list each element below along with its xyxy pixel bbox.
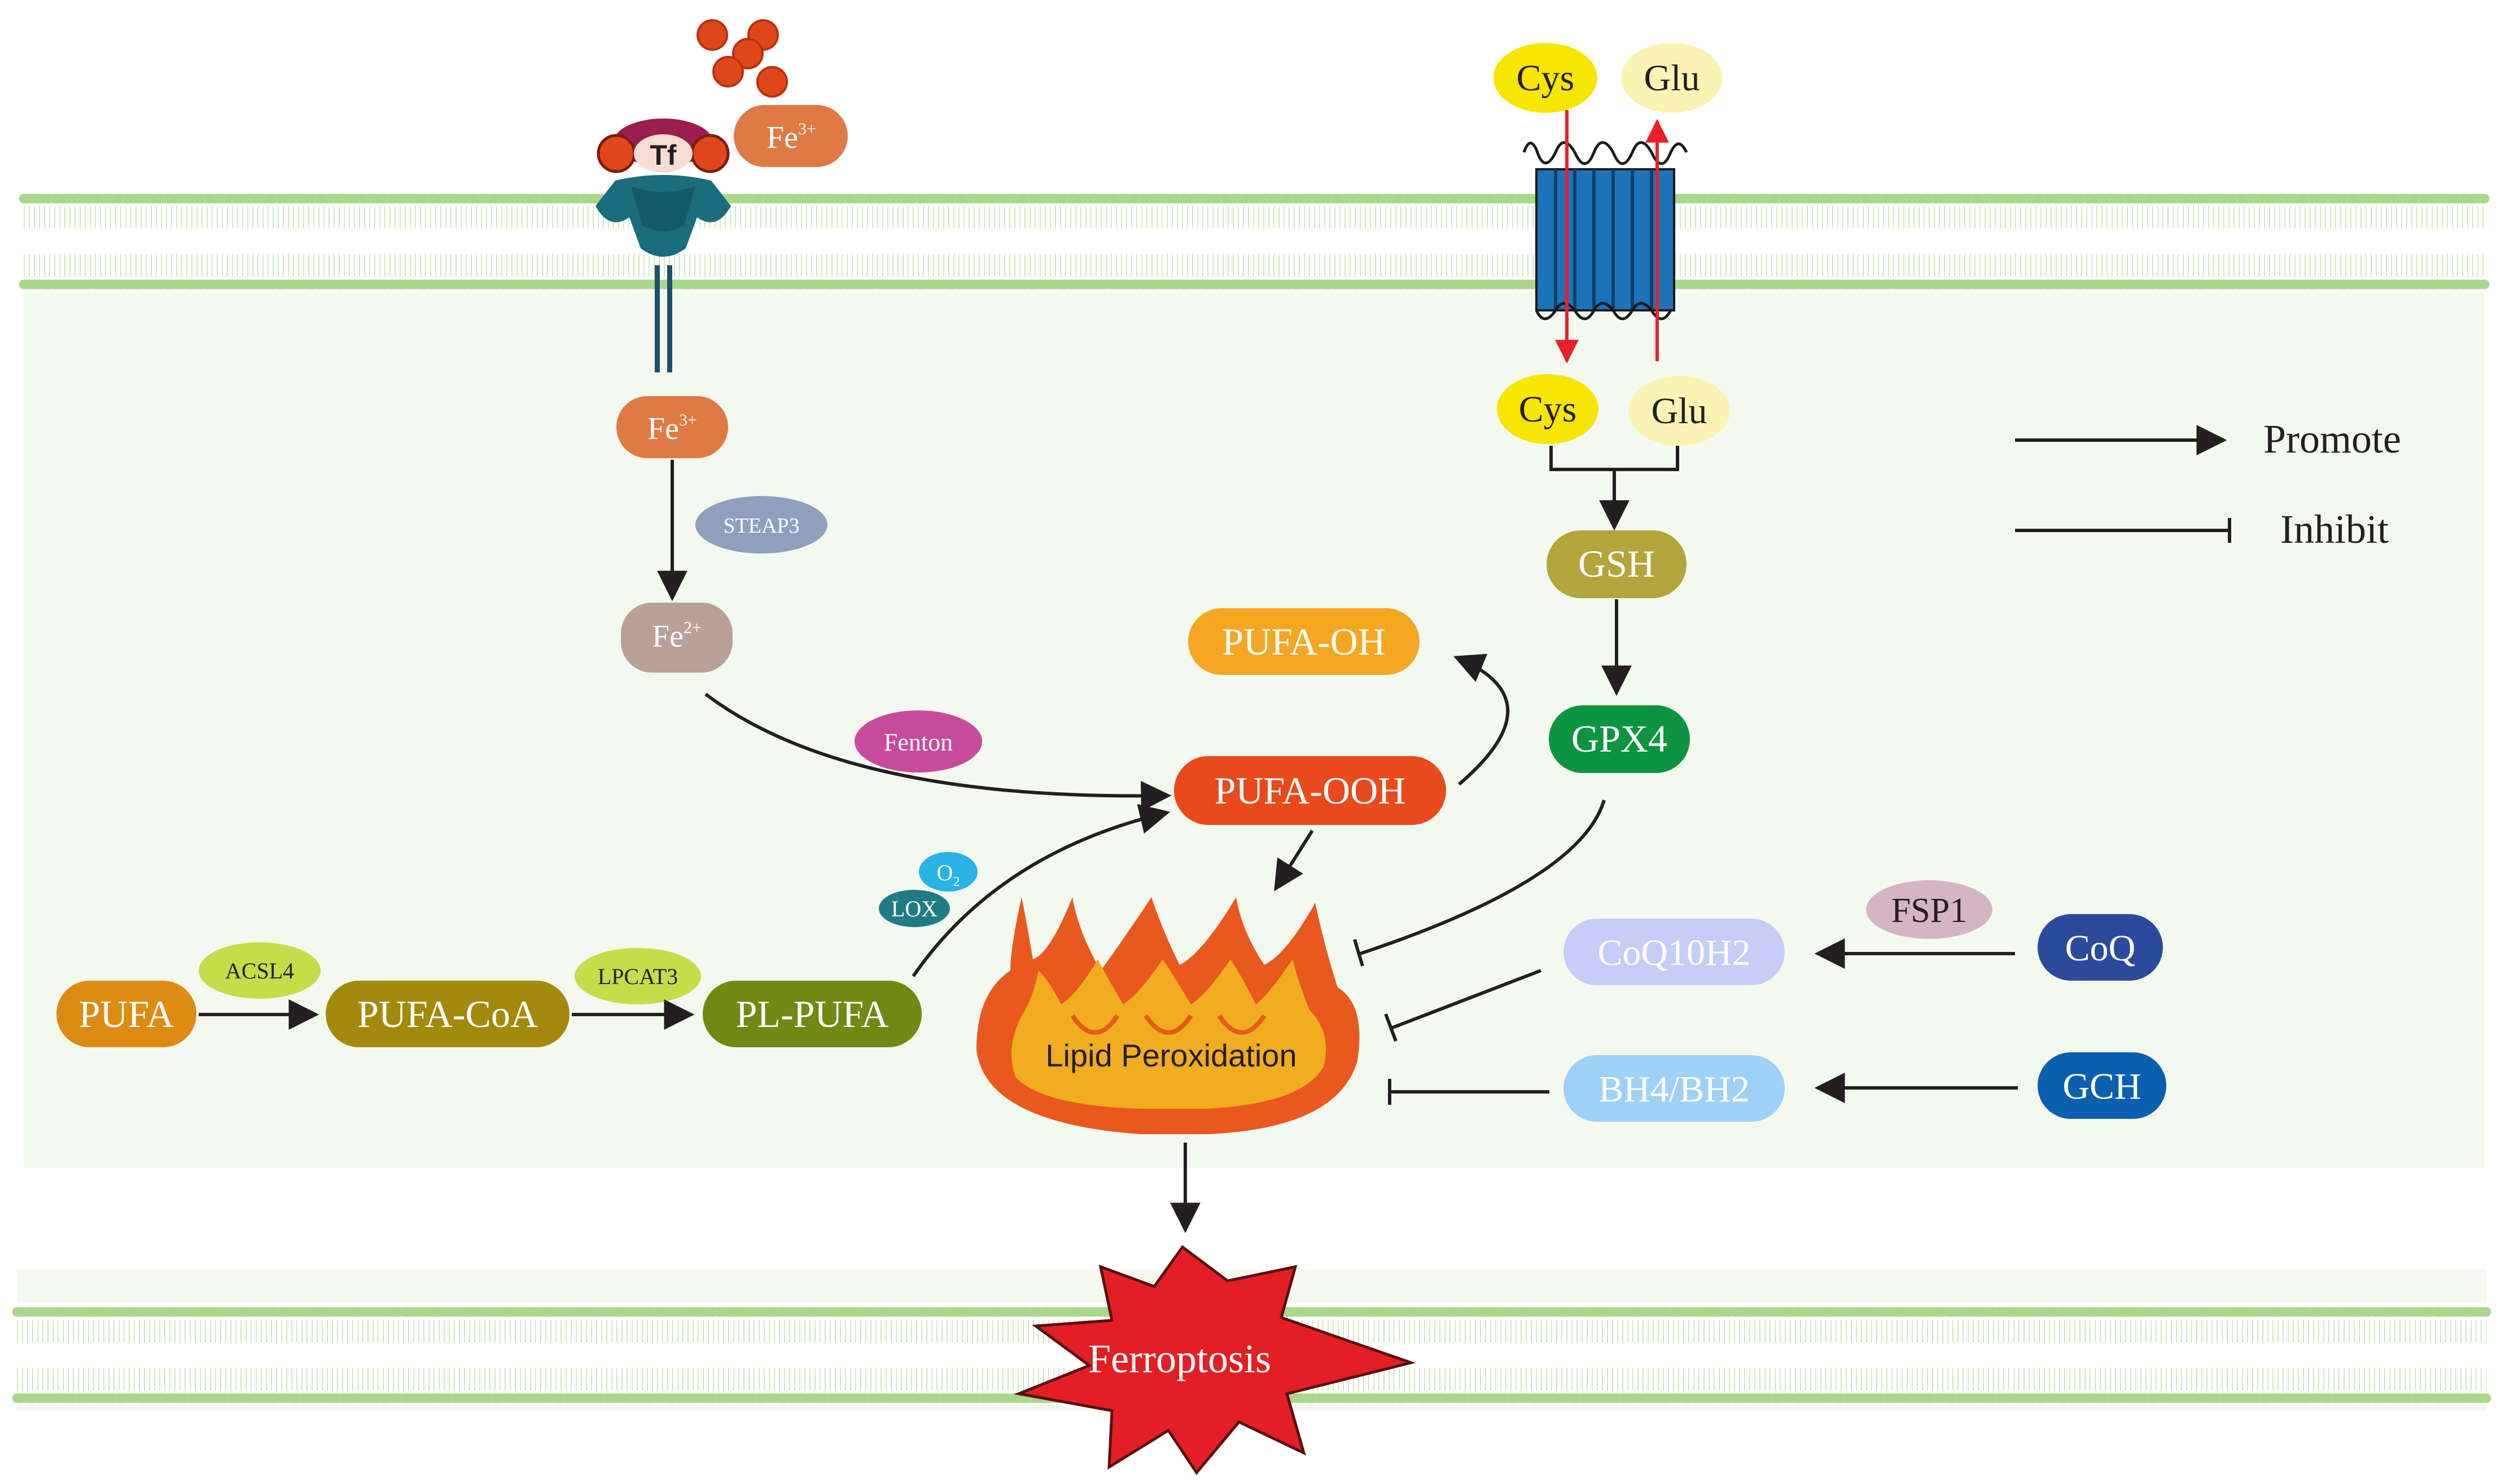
fe3-outside-label: Fe bbox=[766, 120, 798, 155]
tf-label: Tf bbox=[650, 139, 677, 171]
acsl4-label: ACSL4 bbox=[225, 958, 294, 984]
pl-pufa-node: PL-PUFA bbox=[703, 981, 922, 1047]
legend: Promote Inhibit bbox=[2015, 416, 2401, 552]
pufa-ooh-label: PUFA-OOH bbox=[1215, 769, 1406, 812]
bh4-label: BH4/BH2 bbox=[1598, 1069, 1750, 1110]
arrow-fe2-to-pufa-ooh bbox=[704, 692, 1172, 811]
svg-text:Fe2+: Fe2+ bbox=[652, 618, 702, 654]
lipid-peroxidation-fire bbox=[976, 897, 1360, 1134]
svg-text:O2: O2 bbox=[937, 860, 960, 889]
pufa-node: PUFA bbox=[56, 981, 196, 1047]
antiporter-channel bbox=[1522, 141, 1688, 320]
pufa-coa-label: PUFA-CoA bbox=[357, 993, 538, 1035]
lpcat3-node: LPCAT3 bbox=[575, 948, 701, 1004]
gsh-node: GSH bbox=[1547, 530, 1687, 598]
glu-inside-label: Glu bbox=[1652, 390, 1707, 432]
pl-pufa-label: PL-PUFA bbox=[736, 993, 889, 1035]
arrow-pufa-ooh-to-oh bbox=[1453, 653, 1510, 786]
glu-inside-node: Glu bbox=[1628, 376, 1730, 446]
pufa-oh-node: PUFA-OH bbox=[1188, 608, 1420, 675]
fe3-outside-sup: 3+ bbox=[798, 120, 816, 138]
ferroptosis-label: Ferroptosis bbox=[1088, 1336, 1271, 1381]
pufa-ooh-node: PUFA-OOH bbox=[1174, 756, 1446, 825]
gch-node: GCH bbox=[2038, 1052, 2166, 1119]
svg-text:Fe3+: Fe3+ bbox=[766, 120, 816, 155]
iron-cluster bbox=[697, 19, 788, 98]
steap3-node: STEAP3 bbox=[695, 496, 827, 554]
cys-outside-node: Cys bbox=[1493, 43, 1597, 113]
lipid-peroxidation-label: Lipid Peroxidation bbox=[1045, 1038, 1297, 1073]
gsh-label: GSH bbox=[1578, 542, 1655, 585]
coq-node: CoQ bbox=[2038, 914, 2163, 981]
inhibit-coq10h2-lipid bbox=[1390, 969, 1542, 1030]
cys-inside-node: Cys bbox=[1497, 374, 1598, 444]
o2-node: O2 bbox=[919, 852, 978, 892]
glu-outside-label: Glu bbox=[1644, 58, 1700, 99]
inhibit-bar-coq10h2 bbox=[1384, 1013, 1398, 1042]
plasma-membrane-top bbox=[19, 191, 2490, 292]
fe2-label: Fe bbox=[652, 619, 684, 654]
fe3-inside-node: Fe3+ bbox=[616, 396, 728, 458]
o2-sub: 2 bbox=[953, 875, 960, 889]
legend-inhibit-label: Inhibit bbox=[2280, 507, 2389, 552]
gpx4-node: GPX4 bbox=[1549, 705, 1690, 773]
legend-promote-label: Promote bbox=[2263, 416, 2401, 462]
coq-label: CoQ bbox=[2065, 928, 2136, 969]
bh4-node: BH4/BH2 bbox=[1563, 1055, 1785, 1122]
lox-label: LOX bbox=[891, 896, 938, 921]
fe3-outside-node: Fe3+ bbox=[734, 105, 848, 167]
inhibit-gpx4-lipid bbox=[1360, 800, 1606, 955]
glu-outside-node: Glu bbox=[1621, 43, 1723, 113]
cys-outside-label: Cys bbox=[1517, 58, 1575, 99]
inhibit-bar-gpx4 bbox=[1353, 939, 1364, 967]
steap3-label: STEAP3 bbox=[723, 514, 799, 538]
gpx4-label: GPX4 bbox=[1571, 717, 1667, 760]
fenton-label: Fenton bbox=[884, 728, 953, 756]
coq10h2-node: CoQ10H2 bbox=[1563, 919, 1785, 985]
gch-label: GCH bbox=[2062, 1066, 2141, 1107]
arrow-pufa-ooh-to-lipid bbox=[1274, 829, 1314, 892]
svg-text:Fe3+: Fe3+ bbox=[647, 411, 697, 446]
fsp1-node: FSP1 bbox=[1866, 880, 1992, 939]
fsp1-label: FSP1 bbox=[1891, 892, 1967, 930]
lpcat3-label: LPCAT3 bbox=[598, 964, 678, 989]
o2-label: O bbox=[937, 860, 953, 885]
ferroptosis-star bbox=[1014, 1245, 1416, 1476]
pufa-oh-label: PUFA-OH bbox=[1222, 620, 1386, 663]
fenton-node: Fenton bbox=[855, 710, 982, 772]
cys-inside-label: Cys bbox=[1519, 389, 1577, 430]
pufa-coa-node: PUFA-CoA bbox=[326, 981, 570, 1047]
coq10h2-label: CoQ10H2 bbox=[1597, 932, 1750, 973]
fe2-node: Fe2+ bbox=[621, 603, 733, 673]
fe3-inside-label: Fe bbox=[647, 411, 679, 446]
transferrin-receptor bbox=[595, 118, 731, 372]
pufa-label: PUFA bbox=[79, 993, 174, 1035]
fe2-sup: 2+ bbox=[684, 618, 702, 637]
fe3-inside-sup: 3+ bbox=[679, 411, 697, 429]
lox-node: LOX bbox=[879, 890, 950, 927]
acsl4-node: ACSL4 bbox=[199, 942, 321, 999]
arrow-pl-to-pufa-ooh bbox=[912, 804, 1171, 977]
